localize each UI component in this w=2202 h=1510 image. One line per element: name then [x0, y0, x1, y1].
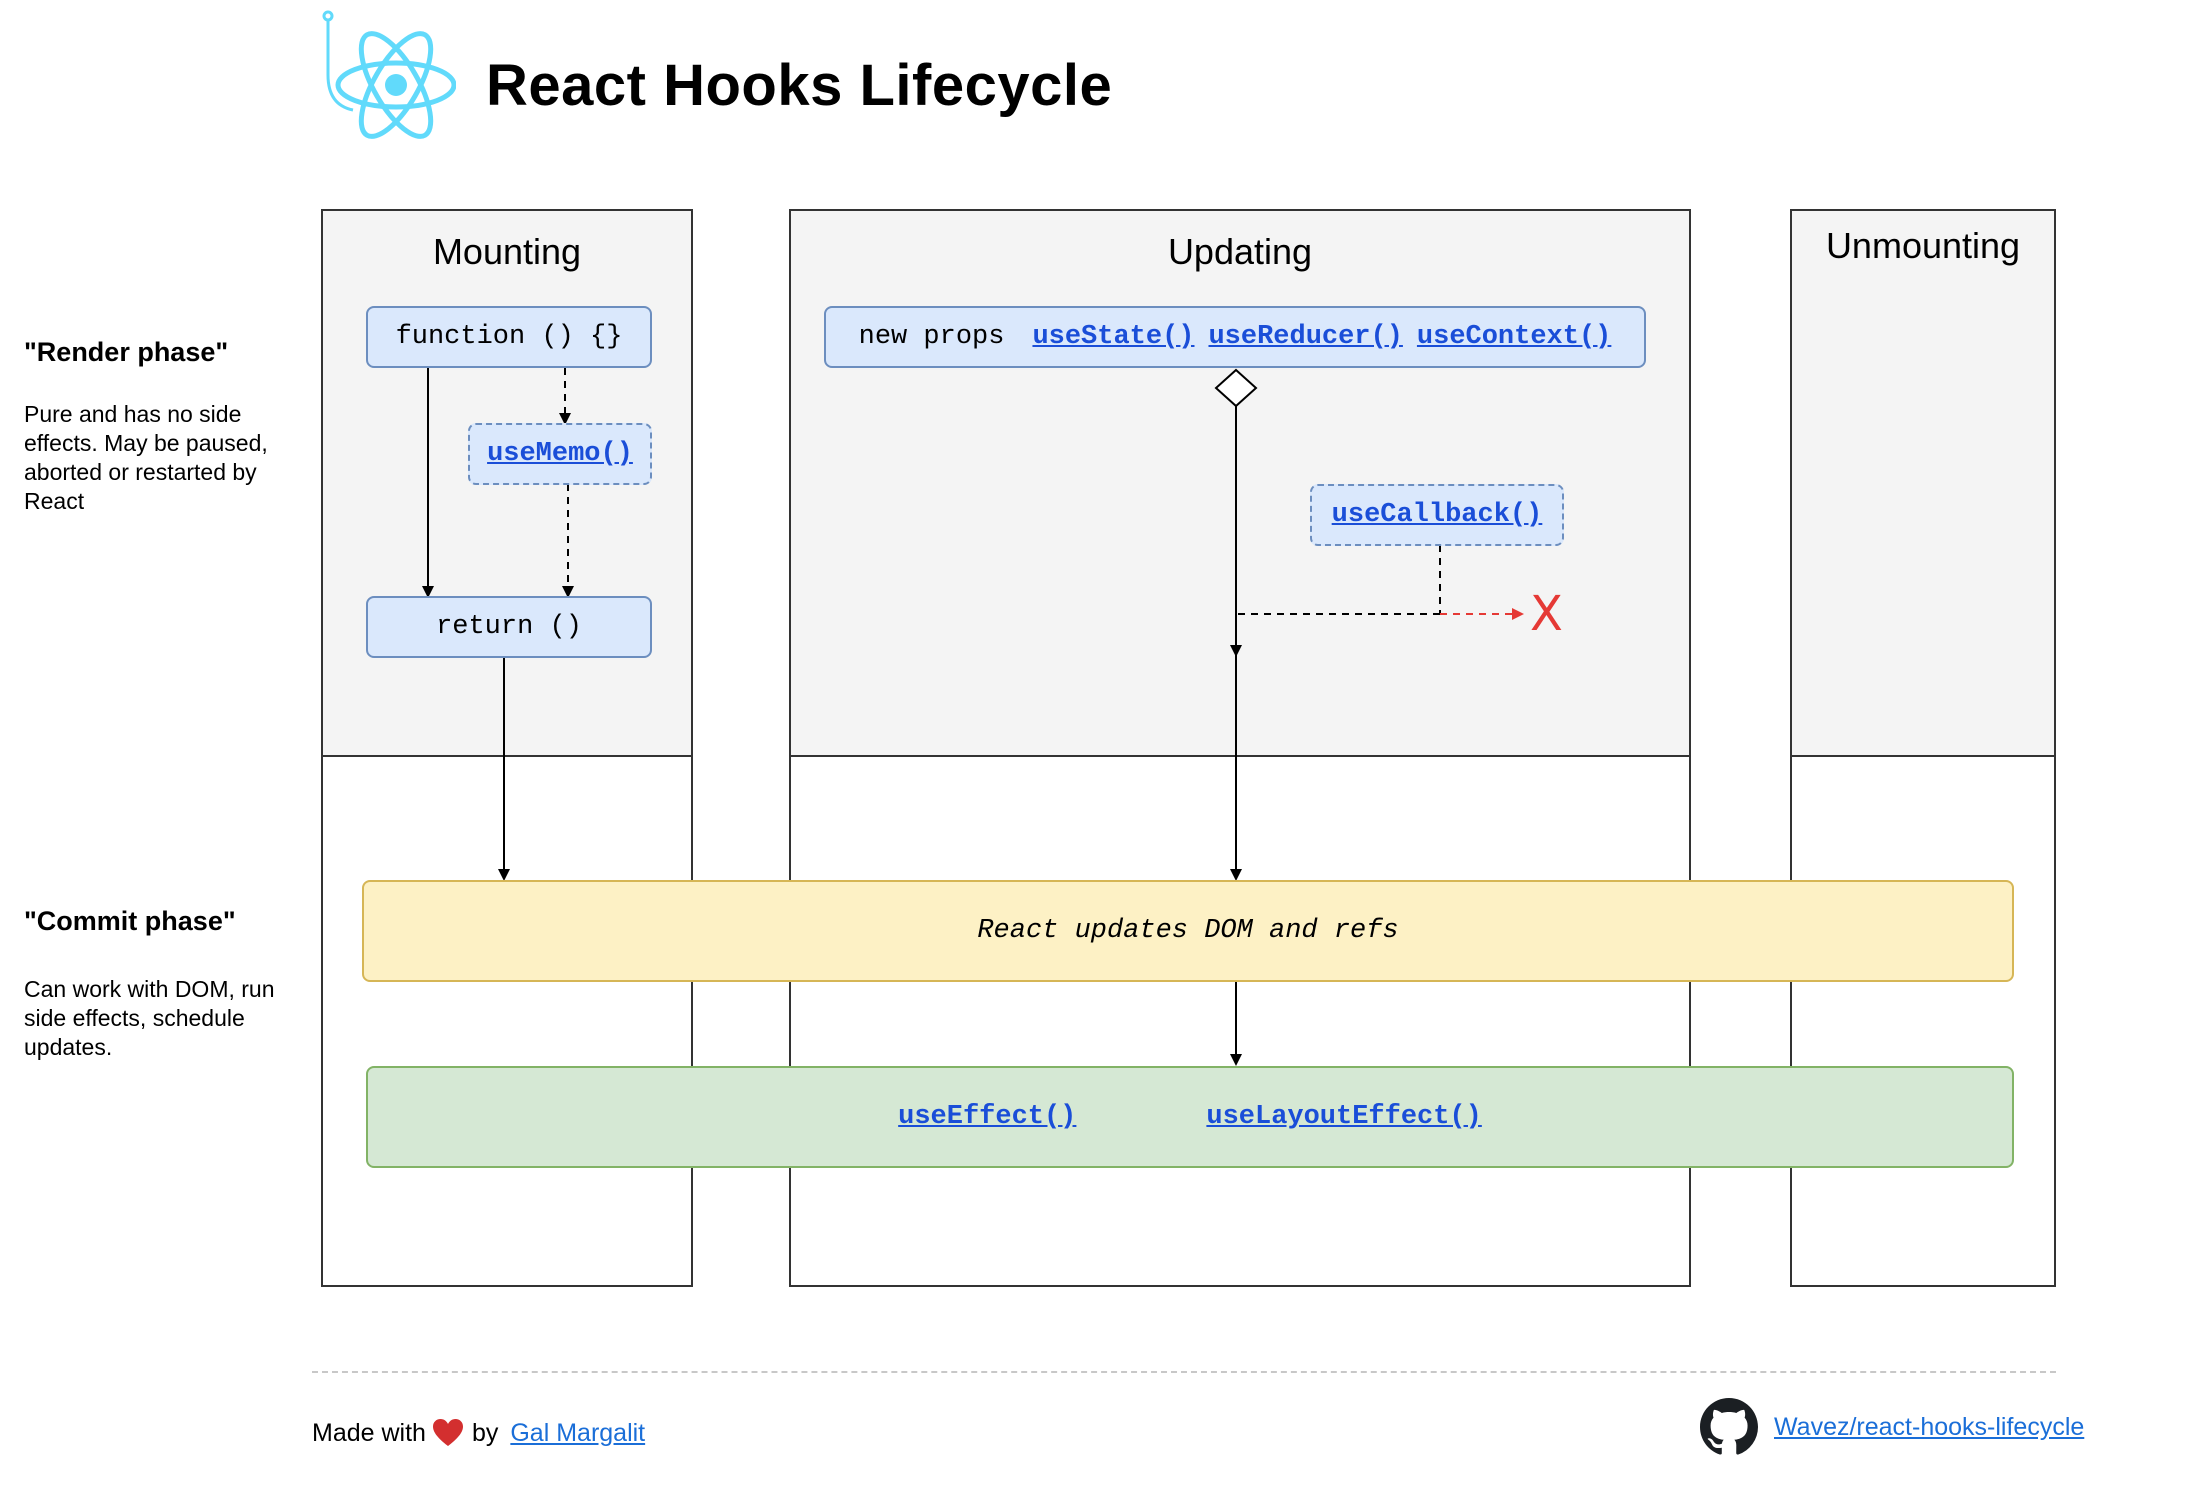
usereducer-link[interactable]: useReducer(): [1208, 322, 1403, 352]
new-props-label: new props: [858, 322, 1005, 352]
usecallback-link[interactable]: useCallback(): [1331, 500, 1543, 530]
usecallback-box: useCallback(): [1310, 484, 1564, 546]
commit-phase-title: "Commit phase": [24, 906, 236, 936]
page-title: React Hooks Lifecycle: [486, 53, 1113, 118]
function-component-box: function () {}: [366, 306, 652, 368]
credit-line: Made with by Gal Margalit: [312, 1418, 645, 1448]
repo-line: Wavez/react-hooks-lifecycle: [1700, 1398, 2084, 1456]
repo-link[interactable]: Wavez/react-hooks-lifecycle: [1774, 1412, 2085, 1441]
usememo-box: useMemo(): [468, 423, 652, 485]
usememo-link[interactable]: useMemo(): [487, 439, 633, 469]
usestate-link[interactable]: useState(): [1032, 322, 1195, 352]
unmounting-title: Unmounting: [1825, 225, 2021, 266]
updating-title: Updating: [1167, 231, 1313, 272]
return-box: return (): [366, 596, 652, 658]
update-triggers-box: new props useState() useReducer() useCon…: [824, 306, 1646, 368]
dom-update-box: React updates DOM and refs: [362, 880, 2014, 982]
react-logo-icon: [322, 10, 456, 139]
useeffect-link[interactable]: useEffect(): [898, 1102, 1077, 1132]
update-decision-diamond: [1214, 368, 1258, 408]
uselayouteffect-link[interactable]: useLayoutEffect(): [1206, 1102, 1482, 1132]
usecontext-link[interactable]: useContext(): [1416, 322, 1612, 352]
cross-icon: X: [1530, 586, 1563, 642]
github-icon[interactable]: [1700, 1398, 1758, 1456]
commit-phase-description: Can work with DOM, run side effects, sch…: [24, 976, 275, 1060]
effects-box: useEffect() useLayoutEffect(): [366, 1066, 2014, 1168]
mounting-title: Mounting: [432, 231, 582, 272]
made-with-label: Made with: [312, 1418, 426, 1447]
heart-icon: [432, 1419, 463, 1446]
author-link[interactable]: Gal Margalit: [510, 1418, 646, 1447]
footer-divider: [312, 1371, 2056, 1373]
render-phase-description: Pure and has no side effects. May be pau…: [24, 401, 268, 514]
by-label: by: [471, 1418, 499, 1447]
render-phase-title: "Render phase": [24, 337, 229, 367]
unmounting-render-area: [1792, 211, 2054, 757]
